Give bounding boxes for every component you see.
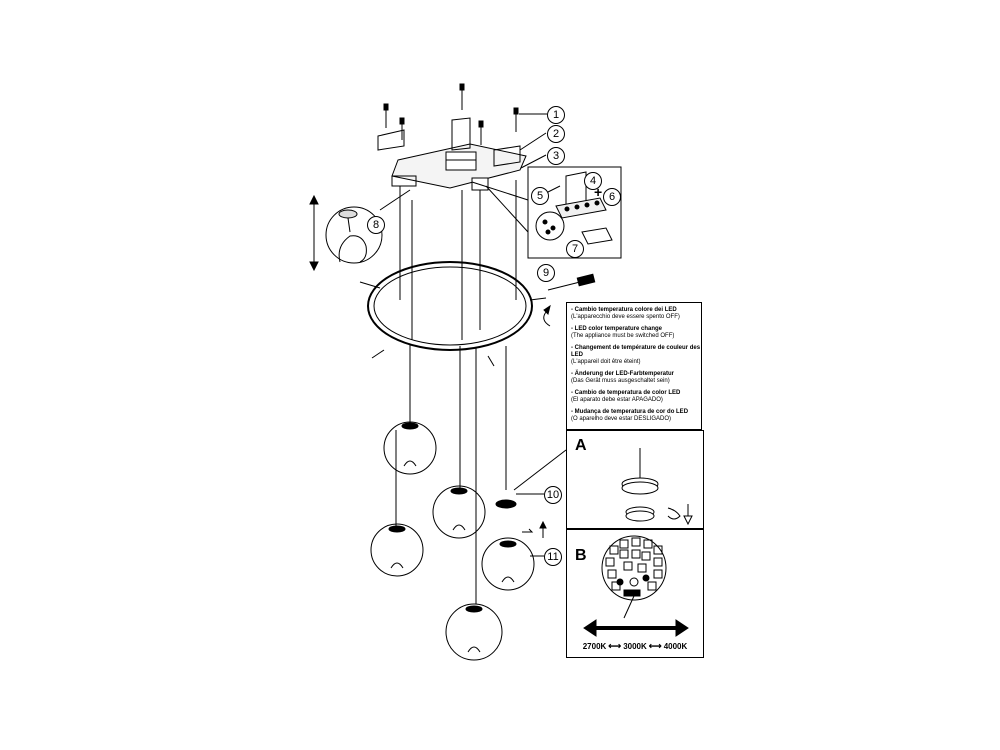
temp-4000k: 4000K xyxy=(663,642,688,651)
instruction-en: - LED color temperature change (The appl… xyxy=(571,326,701,340)
temp-3000k: 3000K xyxy=(623,642,647,651)
panel-a-label: A xyxy=(575,437,587,454)
double-arrow-icon: ⟷ xyxy=(608,641,622,651)
color-temperature-scale: 2700K⟷3000K⟷4000K xyxy=(567,641,703,652)
callout-4: 4 xyxy=(584,172,602,190)
callout-8: 8 xyxy=(367,216,385,234)
double-arrow-icon: ⟷ xyxy=(648,641,662,651)
panel-b-led-board xyxy=(583,535,689,637)
instruction-title: - Changement de température de couleur d… xyxy=(571,345,701,358)
instruction-note: (L'apparecchio deve essere spento OFF) xyxy=(571,314,680,320)
ceiling-screws xyxy=(383,83,519,145)
callout-2: 2 xyxy=(547,125,565,143)
callout-9: 9 xyxy=(537,264,555,282)
instruction-fr: - Changement de température de couleur d… xyxy=(571,345,701,366)
callout-7: 7 xyxy=(566,240,584,258)
plus-sign: + xyxy=(594,184,603,200)
callout-3: 3 xyxy=(547,147,565,165)
panel-a: A xyxy=(566,430,704,530)
callout-1: 1 xyxy=(547,106,565,124)
instruction-de: - Änderung der LED-Farbtemperatur (Das G… xyxy=(571,371,701,385)
instruction-title: - LED color temperature change xyxy=(571,326,663,332)
instruction-note: (The appliance must be switched OFF) xyxy=(571,333,675,339)
panel-b: B 2700K⟷3000K⟷4000K xyxy=(566,528,704,658)
glass-globes xyxy=(370,421,535,661)
callout-10: 10 xyxy=(544,486,562,504)
panel-a-illustration xyxy=(621,448,693,526)
panel-b-label: B xyxy=(575,547,587,564)
instruction-title: - Cambio de temperatura de color LED xyxy=(571,390,681,396)
screwdriver xyxy=(543,273,596,327)
hand-detail xyxy=(309,189,411,272)
instruction-title: - Änderung der LED-Farbtemperatur xyxy=(571,371,675,377)
instruction-note: (Das Gerät muss ausgeschaltet sein) xyxy=(571,378,670,384)
suspension-ring xyxy=(359,261,547,367)
pendant-cables xyxy=(395,344,507,604)
callout-11: 11 xyxy=(544,548,562,566)
instruction-title: - Cambio temperatura colore dei LED xyxy=(571,307,677,313)
instruction-es: - Cambio de temperatura de color LED (El… xyxy=(571,390,701,404)
suspension-wires xyxy=(399,180,517,340)
callout-5: 5 xyxy=(531,187,549,205)
instruction-note: (El aparato debe estar APAGADO) xyxy=(571,397,663,403)
led-module-detached xyxy=(495,449,567,557)
instruction-title: - Mudança de temperatura de cor do LED xyxy=(571,409,689,415)
ceiling-bracket xyxy=(377,117,527,191)
callout-6: 6 xyxy=(603,188,621,206)
temp-2700k: 2700K xyxy=(582,642,607,651)
instruction-note: (L'appareil doit être éteint) xyxy=(571,359,641,365)
instruction-note: (O aparelho deve estar DESLIGADO) xyxy=(571,416,672,422)
instruction-panel: - Cambio temperatura colore dei LED (L'a… xyxy=(566,302,702,430)
instruction-pt: - Mudança de temperatura de cor do LED (… xyxy=(571,409,701,423)
instruction-it: - Cambio temperatura colore dei LED (L'a… xyxy=(571,307,701,321)
